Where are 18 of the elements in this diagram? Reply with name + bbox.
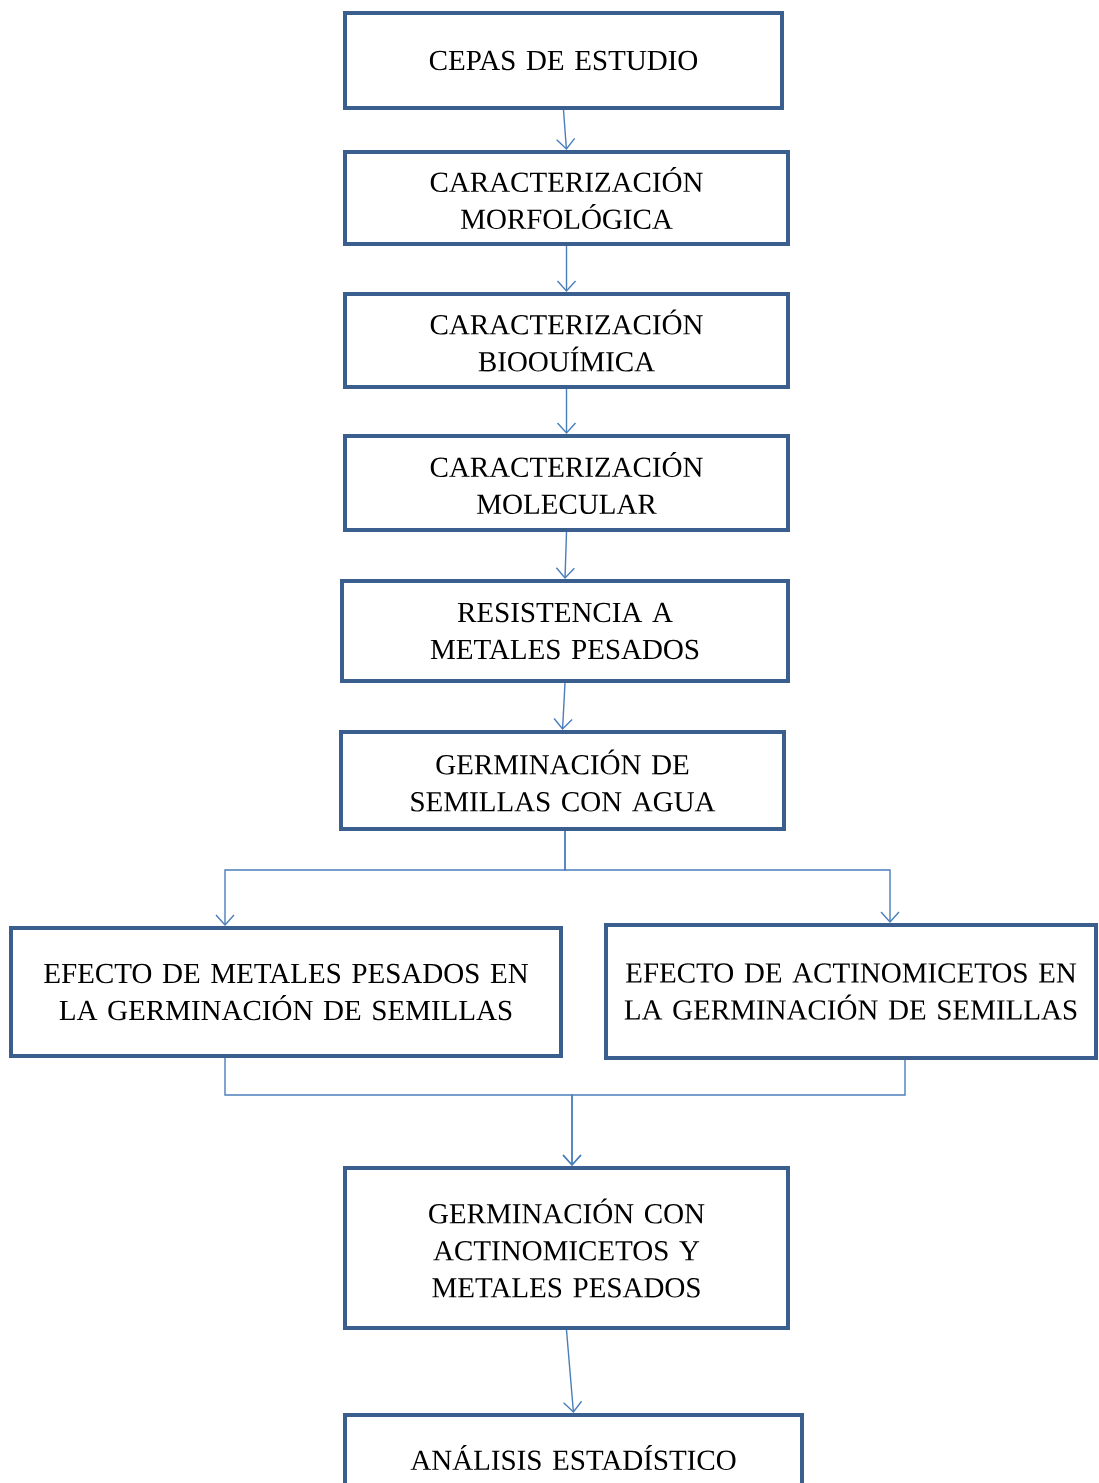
process-box: CEPAS DE ESTUDIO xyxy=(343,11,784,110)
arrow xyxy=(562,1329,583,1413)
process-box: GERMINACIÓN CON ACTINOMICETOS Y METALES PESADOS xyxy=(343,1166,790,1330)
arrow xyxy=(562,1059,906,1166)
arrow xyxy=(556,245,577,292)
arrow xyxy=(556,388,577,434)
process-box: EFECTO DE ACTINOMICETOS EN LA GERMINACIÓN DE SEMILLAS xyxy=(604,923,1098,1060)
process-box: CARACTERIZACIÓN MOLECULAR xyxy=(343,434,790,532)
arrow xyxy=(555,531,576,579)
arrow xyxy=(556,109,576,150)
process-box: EFECTO DE METALES PESADOS EN LA GERMINACIÓN DE SEMILLAS xyxy=(9,926,563,1058)
arrow xyxy=(564,830,900,923)
process-box: ANÁLISIS ESTADÍSTICO xyxy=(343,1413,804,1483)
process-box: CARACTERIZACIÓN BIOOUÍMICA xyxy=(343,292,790,389)
process-box: CARACTERIZACIÓN MORFOLÓGICA xyxy=(343,150,790,246)
arrow xyxy=(553,682,573,730)
process-box: GERMINACIÓN DE SEMILLAS CON AGUA xyxy=(339,730,786,831)
process-box: RESISTENCIA A METALES PESADOS xyxy=(340,579,790,683)
